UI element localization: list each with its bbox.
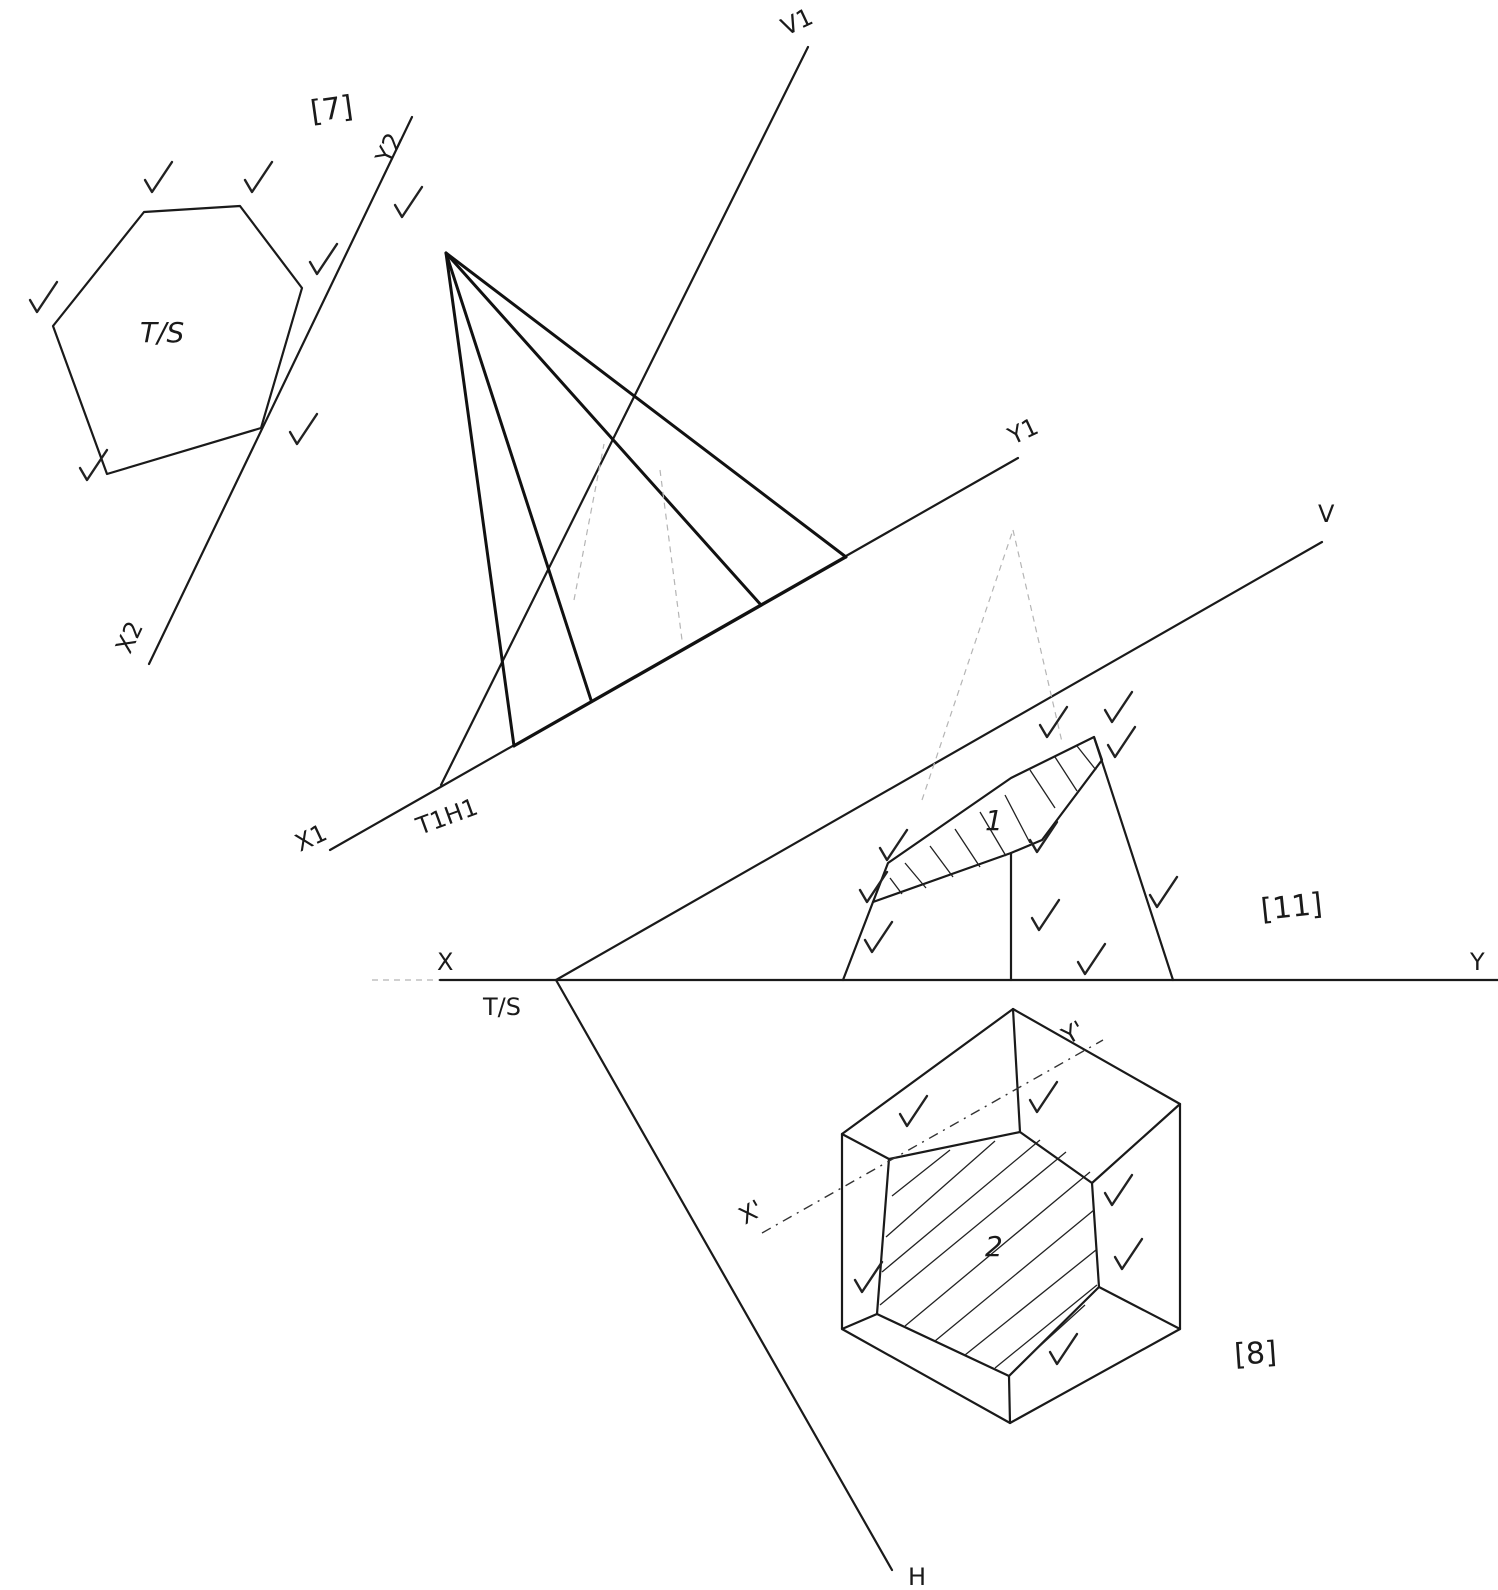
label-x-prime: X' <box>734 1194 768 1230</box>
construction-line-b <box>1012 529 1063 743</box>
section-hatching-2 <box>879 1139 1098 1369</box>
check-mark-icon <box>1030 898 1061 932</box>
plan-radial-bottom <box>1007 1374 1012 1425</box>
projector-fan <box>444 251 848 748</box>
plan-radial-lower-left <box>840 1312 879 1331</box>
label-y1: Y1 <box>1003 412 1043 450</box>
elev-edge-right <box>1092 735 1175 982</box>
label-area-1: 1 <box>985 804 1003 837</box>
label-v: V <box>1318 500 1335 528</box>
plan-radial-upper-left <box>840 1132 891 1161</box>
check-mark-icon <box>308 242 339 276</box>
check-mark-icon <box>288 412 319 446</box>
mark-8: [8] <box>1233 1335 1278 1373</box>
check-mark-icon <box>393 185 424 219</box>
check-mark-icon <box>1113 1237 1144 1271</box>
check-mark-icon <box>1148 875 1179 909</box>
fan-line-3 <box>444 251 763 607</box>
horizontal-trace-h <box>554 978 894 1572</box>
check-mark-icon <box>143 160 174 194</box>
check-mark-icon <box>243 160 274 194</box>
check-mark-icon <box>1028 820 1059 854</box>
label-h: H <box>908 1563 926 1590</box>
plan-outer-hexagon <box>840 1007 1182 1425</box>
true-shape-hexagon <box>51 204 304 476</box>
label-t1h1: T1H1 <box>412 793 482 841</box>
mark-7: [7] <box>308 89 355 130</box>
label-y: Y <box>1469 948 1485 976</box>
elev-edge-left <box>841 900 875 982</box>
label-y-prime: Y' <box>1056 1015 1089 1050</box>
check-mark-icon <box>863 920 894 954</box>
construction-line-a <box>921 529 1014 801</box>
mark-11: [11] <box>1259 887 1324 928</box>
check-mark-icon <box>28 280 59 314</box>
label-v1: V1 <box>777 3 818 42</box>
check-mark-icon <box>858 870 889 904</box>
plan-view: 2 X' Y' <box>734 1007 1182 1425</box>
auxiliary-cutting-line <box>761 1039 1104 1234</box>
fan-line-4 <box>444 251 848 559</box>
plan-radial-upper-right <box>1090 1102 1182 1185</box>
check-marks <box>28 160 1179 1366</box>
check-mark-icon <box>898 1094 929 1128</box>
check-mark-icon <box>1028 1080 1059 1114</box>
plan-radial-top <box>1011 1007 1022 1134</box>
check-mark-icon <box>1048 1332 1079 1366</box>
label-x: X <box>437 948 453 976</box>
label-x1: X1 <box>291 819 332 858</box>
label-ts-main: T/S <box>482 993 521 1021</box>
check-mark-icon <box>1106 725 1137 759</box>
check-mark-icon <box>1038 705 1069 739</box>
check-mark-icon <box>1103 1173 1134 1207</box>
section-hatching-1 <box>889 745 1097 895</box>
x1y1-thickened-segment <box>512 555 848 748</box>
label-x2: X2 <box>110 617 149 658</box>
label-ts-aux: T/S <box>140 316 184 349</box>
fan-construction-2 <box>659 469 683 641</box>
fan-construction-1 <box>573 443 605 601</box>
front-elevation: 1 <box>841 529 1175 982</box>
x2y2-line <box>147 115 414 666</box>
fan-line-2 <box>444 251 593 702</box>
plan-radial-lower-right <box>1097 1285 1182 1331</box>
check-mark-icon <box>878 828 909 862</box>
vertical-trace-v <box>554 540 1324 982</box>
check-mark-icon <box>853 1260 884 1294</box>
section-area-1 <box>871 735 1104 904</box>
trace-v1 <box>439 45 810 787</box>
check-mark-icon <box>1103 690 1134 724</box>
label-y2: Y2 <box>370 129 408 169</box>
fan-line-1 <box>444 251 516 748</box>
check-mark-icon <box>1076 942 1107 976</box>
check-mark-icon <box>78 448 109 482</box>
label-area-2: 2 <box>985 1230 1003 1263</box>
